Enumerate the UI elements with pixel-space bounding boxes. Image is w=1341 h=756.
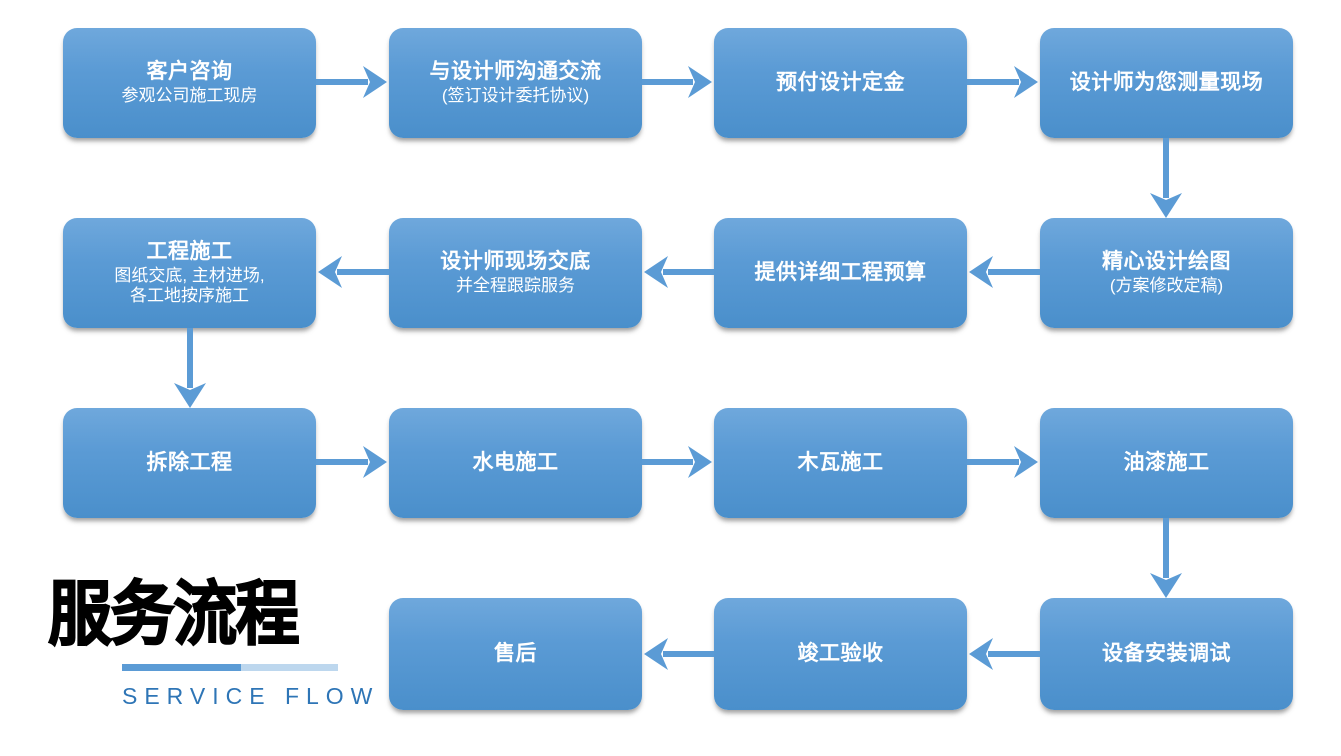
flow-node-n13[interactable]: 设备安装调试 bbox=[1040, 598, 1293, 710]
flow-node-n02[interactable]: 与设计师沟通交流 (签订设计委托协议) bbox=[389, 28, 642, 138]
flow-node-title: 设计师现场交底 bbox=[440, 249, 591, 273]
connector-n09-n10 bbox=[316, 442, 389, 482]
connector-n11-n12 bbox=[967, 442, 1040, 482]
flow-node-n09[interactable]: 拆除工程 bbox=[63, 408, 316, 518]
connector-n03-n04 bbox=[967, 62, 1040, 102]
flow-node-n06[interactable]: 提供详细工程预算 bbox=[714, 218, 967, 328]
flow-node-title: 售后 bbox=[494, 642, 537, 666]
flow-node-n15[interactable]: 售后 bbox=[389, 598, 642, 710]
flow-node-subtitle: 图纸交底, 主材进场, 各工地按序施工 bbox=[114, 266, 265, 306]
flow-node-title: 工程施工 bbox=[146, 239, 233, 263]
flow-node-title: 精心设计绘图 bbox=[1102, 249, 1231, 273]
flow-node-subtitle: 参观公司施工现房 bbox=[121, 85, 258, 105]
title-divider bbox=[122, 664, 338, 671]
flow-node-title: 设计师为您测量现场 bbox=[1069, 71, 1264, 95]
flow-node-n01[interactable]: 客户咨询 参观公司施工现房 bbox=[63, 28, 316, 138]
title-block: 服务流程 SERVICE FLOW bbox=[44, 579, 380, 715]
connector-n08-n09 bbox=[170, 328, 210, 410]
flow-node-n08[interactable]: 工程施工 图纸交底, 主材进场, 各工地按序施工 bbox=[63, 218, 316, 328]
flow-node-title: 木瓦施工 bbox=[797, 451, 884, 475]
connector-n13-n14 bbox=[967, 634, 1040, 674]
connector-n05-n06 bbox=[967, 252, 1040, 292]
flow-node-title: 预付设计定金 bbox=[776, 71, 905, 95]
flow-node-n03[interactable]: 预付设计定金 bbox=[714, 28, 967, 138]
flow-node-title: 水电施工 bbox=[472, 451, 559, 475]
flow-node-subtitle: 并全程跟踪服务 bbox=[456, 276, 575, 296]
flow-node-subtitle: (方案修改定稿) bbox=[1109, 276, 1224, 296]
connector-n06-n07 bbox=[642, 252, 714, 292]
flow-node-title: 竣工验收 bbox=[797, 642, 884, 666]
connector-n04-n05 bbox=[1146, 138, 1186, 220]
connector-n10-n11 bbox=[642, 442, 714, 482]
flow-node-n12[interactable]: 油漆施工 bbox=[1040, 408, 1293, 518]
flow-node-n05[interactable]: 精心设计绘图 (方案修改定稿) bbox=[1040, 218, 1293, 328]
flow-node-n11[interactable]: 木瓦施工 bbox=[714, 408, 967, 518]
flow-node-subtitle: (签订设计委托协议) bbox=[441, 86, 590, 106]
flow-node-title: 油漆施工 bbox=[1123, 451, 1210, 475]
flow-node-n14[interactable]: 竣工验收 bbox=[714, 598, 967, 710]
connector-n02-n03 bbox=[642, 62, 714, 102]
flow-node-title: 设备安装调试 bbox=[1102, 642, 1231, 666]
connector-n01-n02 bbox=[316, 62, 389, 102]
connector-n07-n08 bbox=[316, 252, 389, 292]
flow-node-title: 与设计师沟通交流 bbox=[429, 59, 602, 83]
flow-node-n10[interactable]: 水电施工 bbox=[389, 408, 642, 518]
page-title: 服务流程 bbox=[47, 574, 300, 656]
flow-node-n07[interactable]: 设计师现场交底 并全程跟踪服务 bbox=[389, 218, 642, 328]
flow-node-title: 提供详细工程预算 bbox=[754, 261, 927, 285]
flow-node-n04[interactable]: 设计师为您测量现场 bbox=[1040, 28, 1293, 138]
page-subtitle: SERVICE FLOW bbox=[122, 683, 380, 709]
connector-n12-n13 bbox=[1146, 518, 1186, 600]
flow-node-title: 客户咨询 bbox=[146, 60, 233, 84]
flow-node-title: 拆除工程 bbox=[146, 451, 233, 475]
connector-n14-n15 bbox=[642, 634, 714, 674]
